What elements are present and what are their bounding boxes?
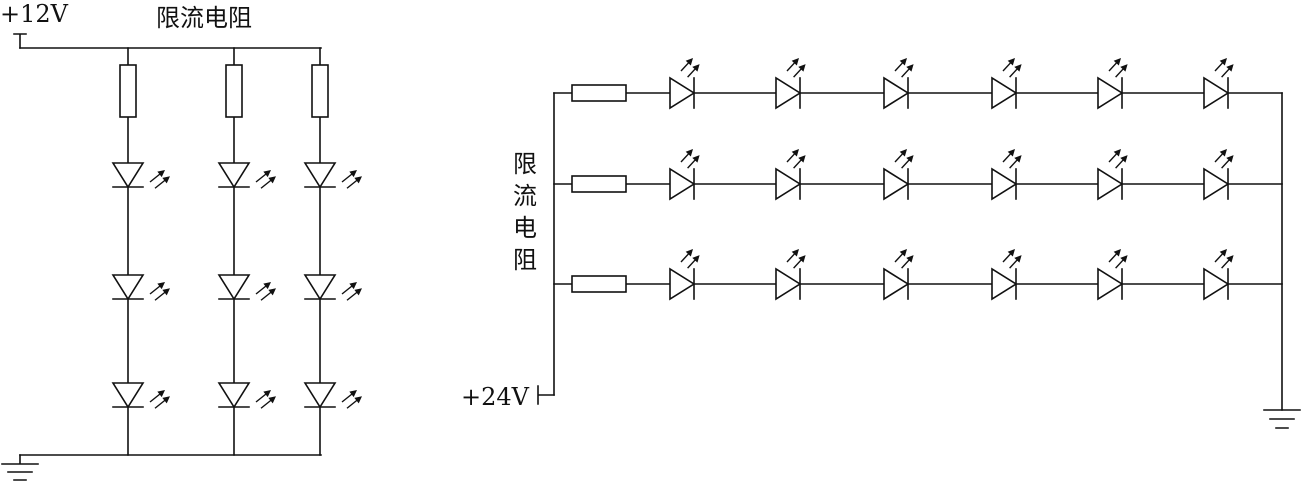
led-diode [991, 249, 1022, 301]
led-diode [883, 149, 914, 201]
led-diode [111, 382, 170, 409]
light-emission-icon [1214, 249, 1234, 269]
light-emission-icon [1002, 249, 1022, 269]
led-diode [775, 58, 806, 110]
led-diode [775, 249, 806, 301]
right-resistor-label-char: 流 [513, 182, 537, 210]
led-diode [217, 382, 276, 409]
led-diode [1203, 58, 1234, 110]
light-emission-icon [894, 149, 914, 169]
led-diode [669, 249, 700, 301]
left-ground-icon [1, 454, 39, 481]
led-diode [1203, 249, 1234, 301]
led-diode [883, 249, 914, 301]
right-resistor-label-3: 电 [513, 214, 537, 242]
light-emission-icon [149, 170, 170, 189]
right-circuit: 限 流 电 阻 +24V [461, 58, 1301, 429]
light-emission-icon [255, 282, 276, 301]
right-supply-terminal [537, 385, 555, 405]
left-supply-terminal [13, 33, 27, 49]
light-emission-icon [786, 149, 806, 169]
left-supply-label: +12V [0, 0, 69, 28]
right-led-rows [553, 58, 1283, 301]
resistor [311, 64, 329, 118]
light-emission-icon [1002, 58, 1022, 78]
led-column [217, 47, 276, 456]
resistor [571, 275, 627, 293]
light-emission-icon [680, 58, 700, 78]
resistor [225, 64, 243, 118]
light-emission-icon [894, 58, 914, 78]
light-emission-icon [255, 390, 276, 409]
left-led-columns [111, 47, 362, 456]
led-diode [111, 162, 170, 189]
left-resistor-label: 限流电阻 [156, 4, 252, 32]
light-emission-icon [680, 249, 700, 269]
led-diode [1097, 58, 1128, 110]
led-diode [775, 149, 806, 201]
led-diode [1203, 149, 1234, 201]
resistor [571, 84, 627, 102]
light-emission-icon [894, 249, 914, 269]
led-diode [1097, 149, 1128, 201]
light-emission-icon [1214, 149, 1234, 169]
light-emission-icon [149, 390, 170, 409]
right-ground-icon [1263, 409, 1301, 429]
light-emission-icon [255, 170, 276, 189]
right-resistor-label-char: 阻 [513, 246, 537, 274]
led-diode [111, 274, 170, 301]
led-diode [669, 149, 700, 201]
led-diode [991, 58, 1022, 110]
light-emission-icon [1002, 149, 1022, 169]
led-diode [303, 382, 362, 409]
right-supply-label: +24V [461, 383, 530, 411]
led-diode [991, 149, 1022, 201]
light-emission-icon [149, 282, 170, 301]
led-row [553, 249, 1283, 301]
light-emission-icon [341, 170, 362, 189]
led-diode [217, 162, 276, 189]
led-diode [669, 58, 700, 110]
resistor [571, 175, 627, 193]
resistor [119, 64, 137, 118]
light-emission-icon [680, 149, 700, 169]
light-emission-icon [341, 282, 362, 301]
led-row [553, 149, 1283, 201]
light-emission-icon [786, 249, 806, 269]
led-diode [1097, 249, 1128, 301]
led-diode [217, 274, 276, 301]
led-column [303, 47, 362, 456]
light-emission-icon [786, 58, 806, 78]
light-emission-icon [341, 390, 362, 409]
led-diode [303, 274, 362, 301]
light-emission-icon [1108, 249, 1128, 269]
left-circuit: +12V 限流电阻 [0, 0, 362, 481]
led-row [553, 58, 1283, 110]
right-resistor-label: 限 [513, 150, 537, 178]
light-emission-icon [1108, 58, 1128, 78]
light-emission-icon [1108, 149, 1128, 169]
led-diode [303, 162, 362, 189]
light-emission-icon [1214, 58, 1234, 78]
right-resistor-label-char: 电 [513, 214, 537, 242]
led-diode [883, 58, 914, 110]
right-resistor-label-2: 流 [513, 182, 537, 210]
led-column [111, 47, 170, 456]
right-resistor-label-char: 限 [513, 150, 537, 178]
right-resistor-label-4: 阻 [513, 246, 537, 274]
